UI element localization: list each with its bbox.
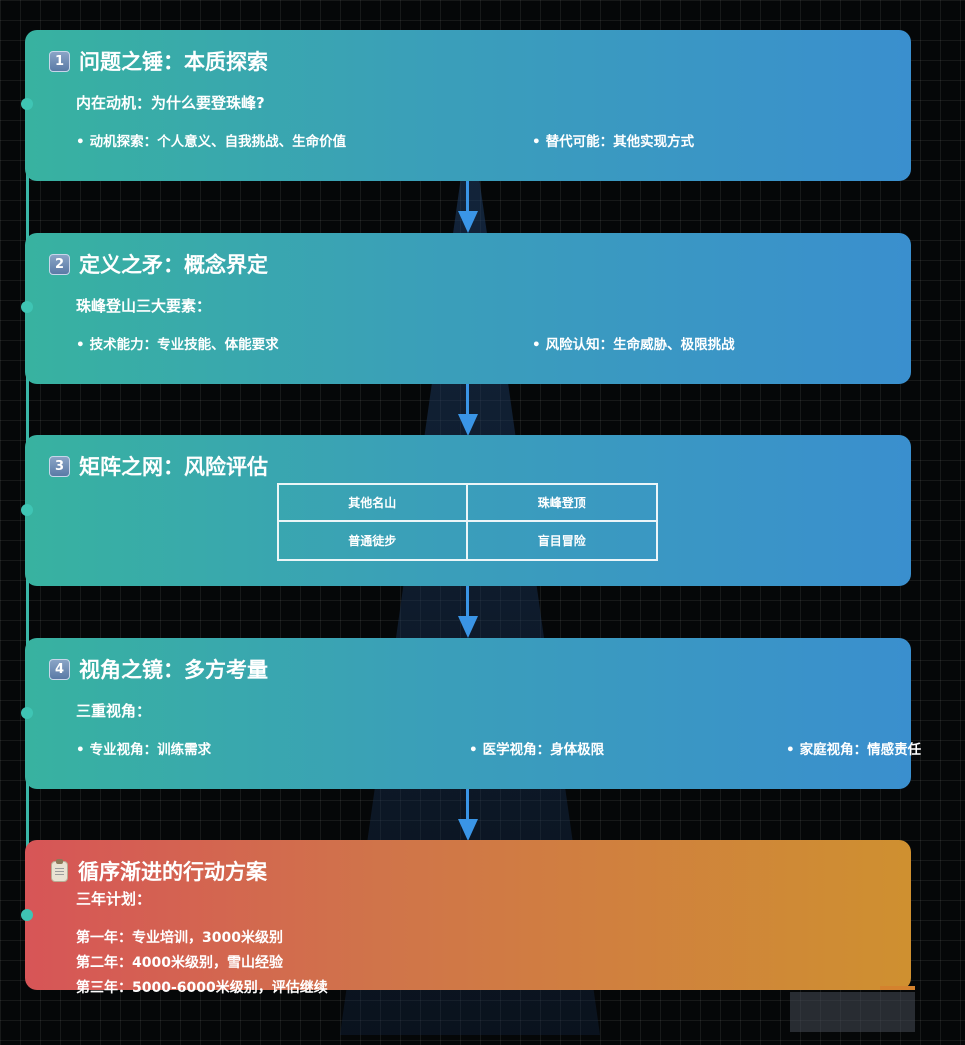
card-title-text: 视角之镜：多方考量 (79, 658, 268, 682)
bullet-dot: • (532, 134, 541, 150)
card-subtitle: 内在动机：为什么要登珠峰? (76, 94, 265, 112)
step-card-perspectives: 4 视角之镜：多方考量 三重视角： •专业视角：训练需求 •医学视角：身体极限 … (25, 638, 921, 789)
bullet-dot: • (532, 337, 541, 353)
timeline-dot (21, 909, 33, 921)
keycap-2-icon: 2 (49, 253, 70, 275)
step-card-essence: 1 问题之锤：本质探索 内在动机：为什么要登珠峰? •动机探索：个人意义、自我挑… (25, 30, 911, 181)
action-plan-card: 循序渐进的行动方案 三年计划： 第一年：专业培训，3000米级别 第二年：400… (25, 840, 911, 996)
card-title-text: 矩阵之网：风险评估 (79, 455, 268, 479)
keycap-4-icon: 4 (49, 658, 70, 680)
bullet-item: •动机探索：个人意义、自我挑战、生命价值 (76, 130, 346, 150)
bullet-dot: • (76, 742, 85, 758)
bullet-dot: • (76, 337, 85, 353)
bullet-text: 风险认知：生命威胁、极限挑战 (545, 337, 735, 353)
plan-line: 第三年：5000-6000米级别，评估继续 (76, 980, 328, 996)
bullet-text: 替代可能：其他实现方式 (545, 134, 695, 150)
flow-arrow (458, 789, 478, 841)
bullet-item: •技术能力：专业技能、体能要求 (76, 333, 279, 353)
bullet-dot: • (76, 134, 85, 150)
card-title-text: 问题之锤：本质探索 (79, 50, 268, 74)
bullet-item: •家庭视角：情感责任 (786, 738, 921, 758)
bullet-dot: • (469, 742, 478, 758)
card-title-text: 循序渐进的行动方案 (78, 860, 267, 884)
card-subtitle: 珠峰登山三大要素： (76, 297, 212, 315)
card-subtitle: 三重视角： (76, 702, 152, 720)
step-card-definition: 2 定义之矛：概念界定 珠峰登山三大要素： •技术能力：专业技能、体能要求 •风… (25, 233, 911, 384)
flow-arrow (458, 181, 478, 233)
card-title: 3 矩阵之网：风险评估 (49, 451, 268, 481)
bullet-item: •专业视角：训练需求 (76, 738, 211, 758)
plan-line: 第一年：专业培训，3000米级别 (76, 930, 283, 946)
card-title: 2 定义之矛：概念界定 (49, 249, 268, 279)
timeline-dot (21, 301, 33, 313)
matrix-cell: 其他名山 (279, 485, 468, 522)
step-card-risk-matrix: 3 矩阵之网：风险评估 其他名山 珠峰登顶 普通徒步 盲目冒险 (25, 435, 911, 586)
keycap-1-icon: 1 (49, 50, 70, 72)
matrix-cell: 盲目冒险 (537, 534, 586, 548)
risk-matrix: 其他名山 珠峰登顶 普通徒步 盲目冒险 (277, 483, 658, 561)
clipboard-icon (51, 858, 68, 882)
timeline-dot (21, 504, 33, 516)
matrix-cell: 珠峰登顶 (467, 485, 656, 522)
flow-arrow (458, 586, 478, 638)
bullet-text: 技术能力：专业技能、体能要求 (89, 337, 279, 353)
bullet-item: •风险认知：生命威胁、极限挑战 (532, 333, 735, 353)
keycap-3-icon: 3 (49, 455, 70, 477)
timeline-dot (21, 98, 33, 110)
bullet-item: •替代可能：其他实现方式 (532, 130, 694, 150)
bullet-text: 家庭视角：情感责任 (799, 742, 922, 758)
bullet-item: •医学视角：身体极限 (469, 738, 604, 758)
flow-arrow (458, 384, 478, 436)
card-title: 循序渐进的行动方案 (49, 856, 267, 886)
bullet-dot: • (786, 742, 795, 758)
card-title: 1 问题之锤：本质探索 (49, 46, 268, 76)
background-strip (790, 992, 915, 1032)
plan-line: 第二年：4000米级别，雪山经验 (76, 955, 283, 971)
card-title: 4 视角之镜：多方考量 (49, 654, 268, 684)
matrix-cell: 普通徒步 (279, 522, 468, 559)
plan-subtitle: 三年计划： (76, 890, 152, 908)
timeline-dot (21, 707, 33, 719)
bullet-text: 医学视角：身体极限 (482, 742, 605, 758)
plan-accent-bar (880, 986, 915, 990)
card-title-text: 定义之矛：概念界定 (79, 253, 268, 277)
bullet-text: 专业视角：训练需求 (89, 742, 212, 758)
bullet-text: 动机探索：个人意义、自我挑战、生命价值 (89, 134, 347, 150)
